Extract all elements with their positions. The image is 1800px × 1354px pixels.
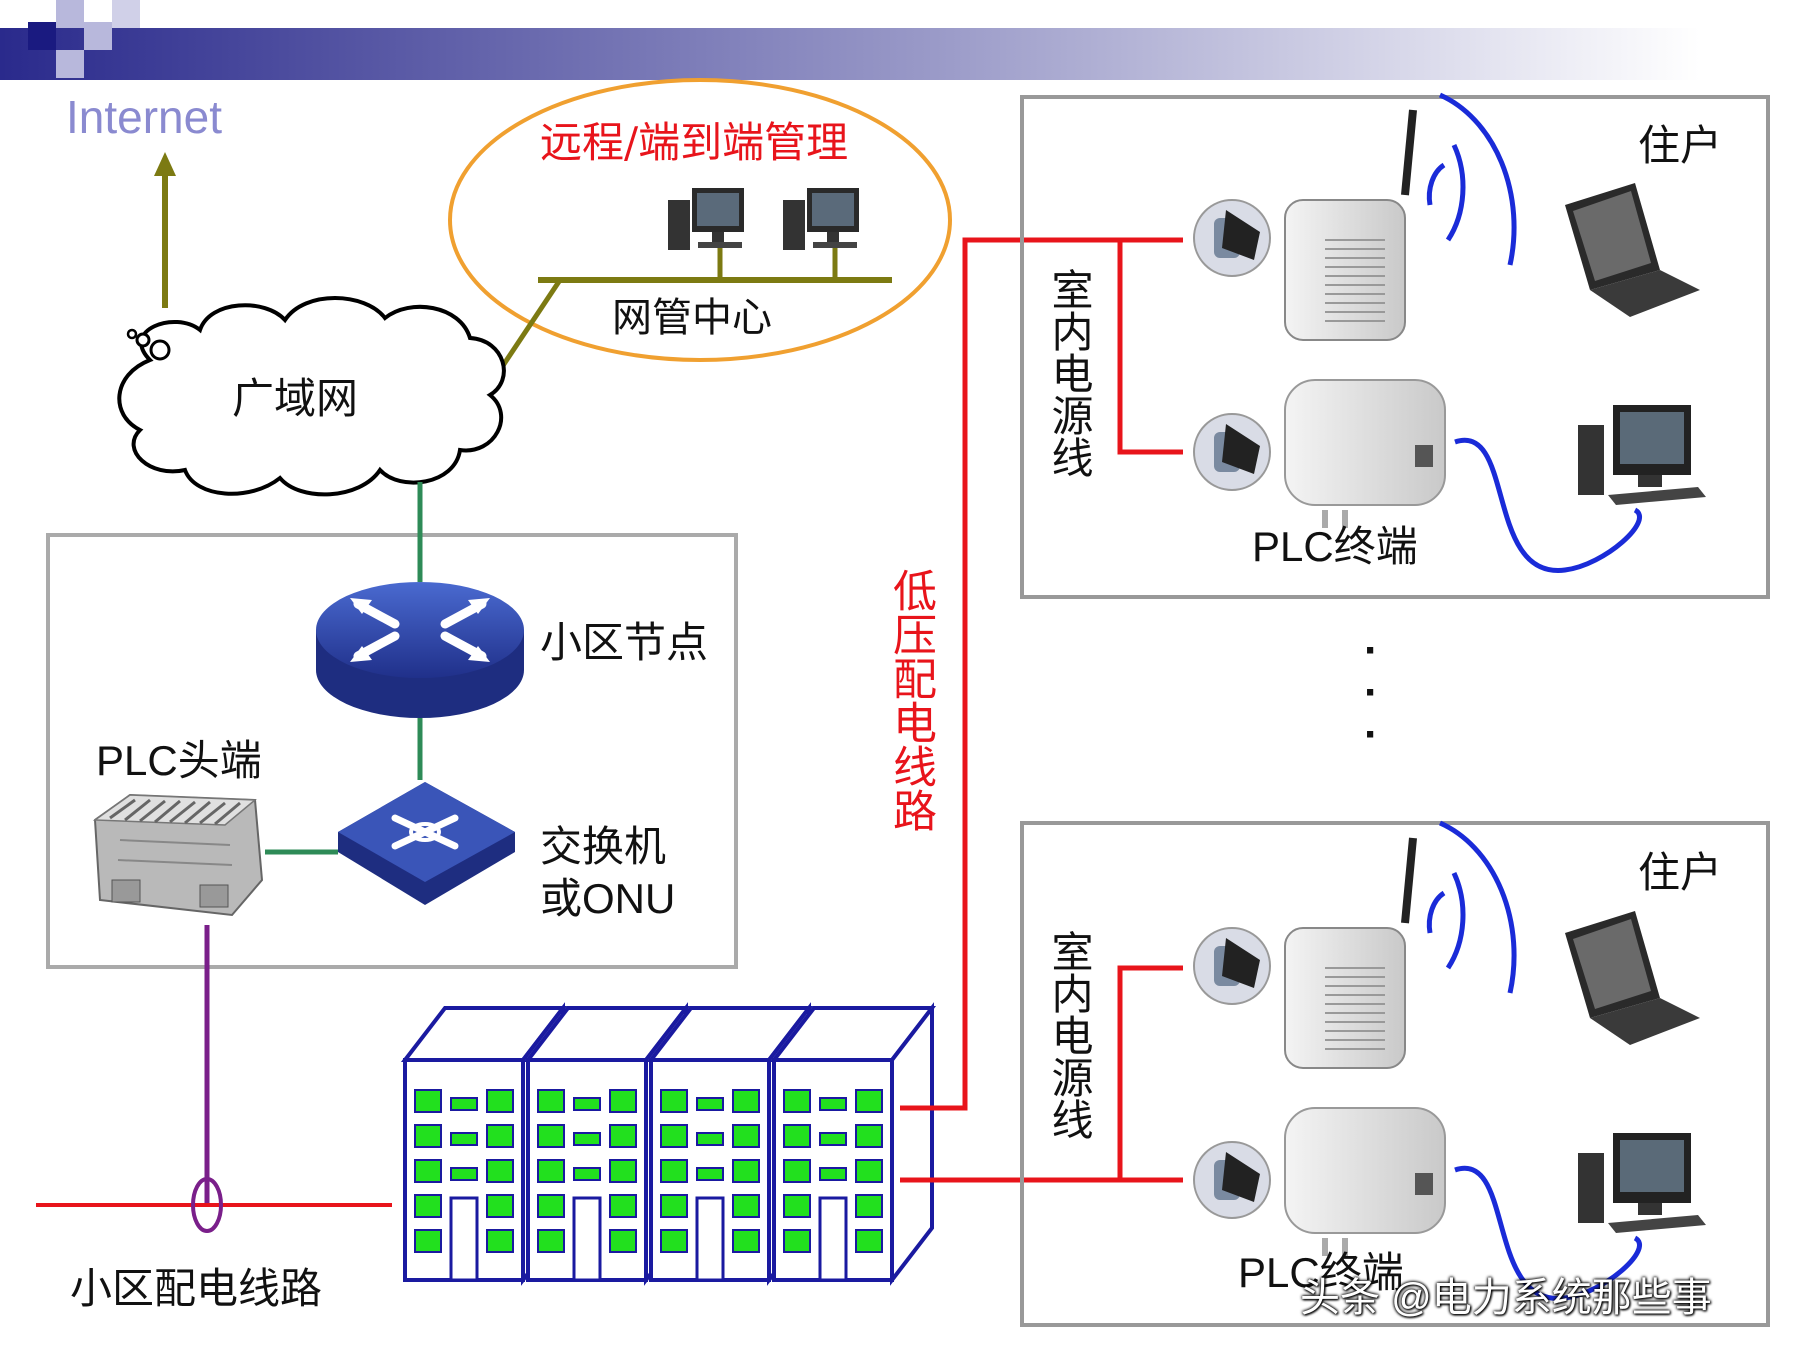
plc-adapter-icon (1284, 1107, 1446, 1256)
resident-label: 住户 (1638, 121, 1723, 170)
building (646, 1002, 814, 1286)
nms-center-label: 网管中心 (612, 295, 772, 341)
laptop-icon (1565, 911, 1700, 1045)
onu-label: 或ONU (540, 875, 676, 922)
ethernet-cable (1454, 1165, 1642, 1301)
building (400, 1002, 568, 1286)
resident-label: 住户 (1638, 848, 1723, 897)
district-power-line-label: 小区配电线路 (70, 1264, 323, 1313)
ellipsis-dots: · · · (1364, 626, 1379, 759)
router-icon (316, 582, 524, 718)
lv-power-line-label: 低压配电线路 (885, 568, 936, 832)
header-band (0, 0, 1700, 80)
cloud-icon (117, 296, 506, 497)
resident-box (1020, 821, 1770, 1327)
wall-socket (1193, 927, 1271, 1005)
resident-devices (1193, 820, 1706, 1301)
plc-terminal-label: PLC终端 (1252, 523, 1418, 570)
laptop-icon (1565, 183, 1700, 317)
ethernet-cable (1454, 437, 1642, 573)
internet-label: Internet (66, 91, 222, 143)
plc-terminal-label: PLC终端 (1238, 1249, 1404, 1296)
wall-socket (1193, 199, 1271, 277)
wifi-adapter-icon (1284, 109, 1417, 341)
computer-icon (783, 188, 859, 250)
resident-box (1020, 95, 1770, 599)
wall-socket (1193, 1141, 1271, 1219)
internet-arrow (154, 152, 176, 308)
wan-label: 广域网 (232, 374, 359, 423)
indoor-power-line-label: 室内电源线 (1045, 930, 1094, 1140)
wall-socket (1193, 413, 1271, 491)
district-box (46, 533, 738, 969)
green-links (265, 482, 423, 855)
district-node-label: 小区节点 (540, 618, 709, 667)
lv-power-lines (900, 237, 1183, 1183)
computer-icon (1578, 405, 1706, 505)
plc-headend-icon (92, 793, 264, 917)
wifi-adapter-icon (1284, 837, 1417, 1069)
resident-devices (1193, 92, 1706, 573)
switch-label: 交换机 (540, 822, 667, 871)
building-icon (400, 1002, 937, 1286)
building (769, 1002, 937, 1286)
plc-adapter-icon (1284, 379, 1446, 528)
indoor-power-line-label: 室内电源线 (1045, 268, 1094, 478)
wifi-icon (1426, 820, 1517, 994)
switch-icon (338, 782, 515, 905)
remote-management-label: 远程/端到端管理 (540, 118, 849, 167)
coax-link (36, 925, 392, 1233)
plc-headend-label: PLC头端 (96, 737, 262, 784)
computer-icon (668, 188, 744, 250)
computer-icon (1578, 1133, 1706, 1233)
wifi-icon (1426, 92, 1517, 266)
watermark: 头条 @电力系统那些事 (1300, 1276, 1712, 1320)
management-ellipse (448, 78, 952, 362)
